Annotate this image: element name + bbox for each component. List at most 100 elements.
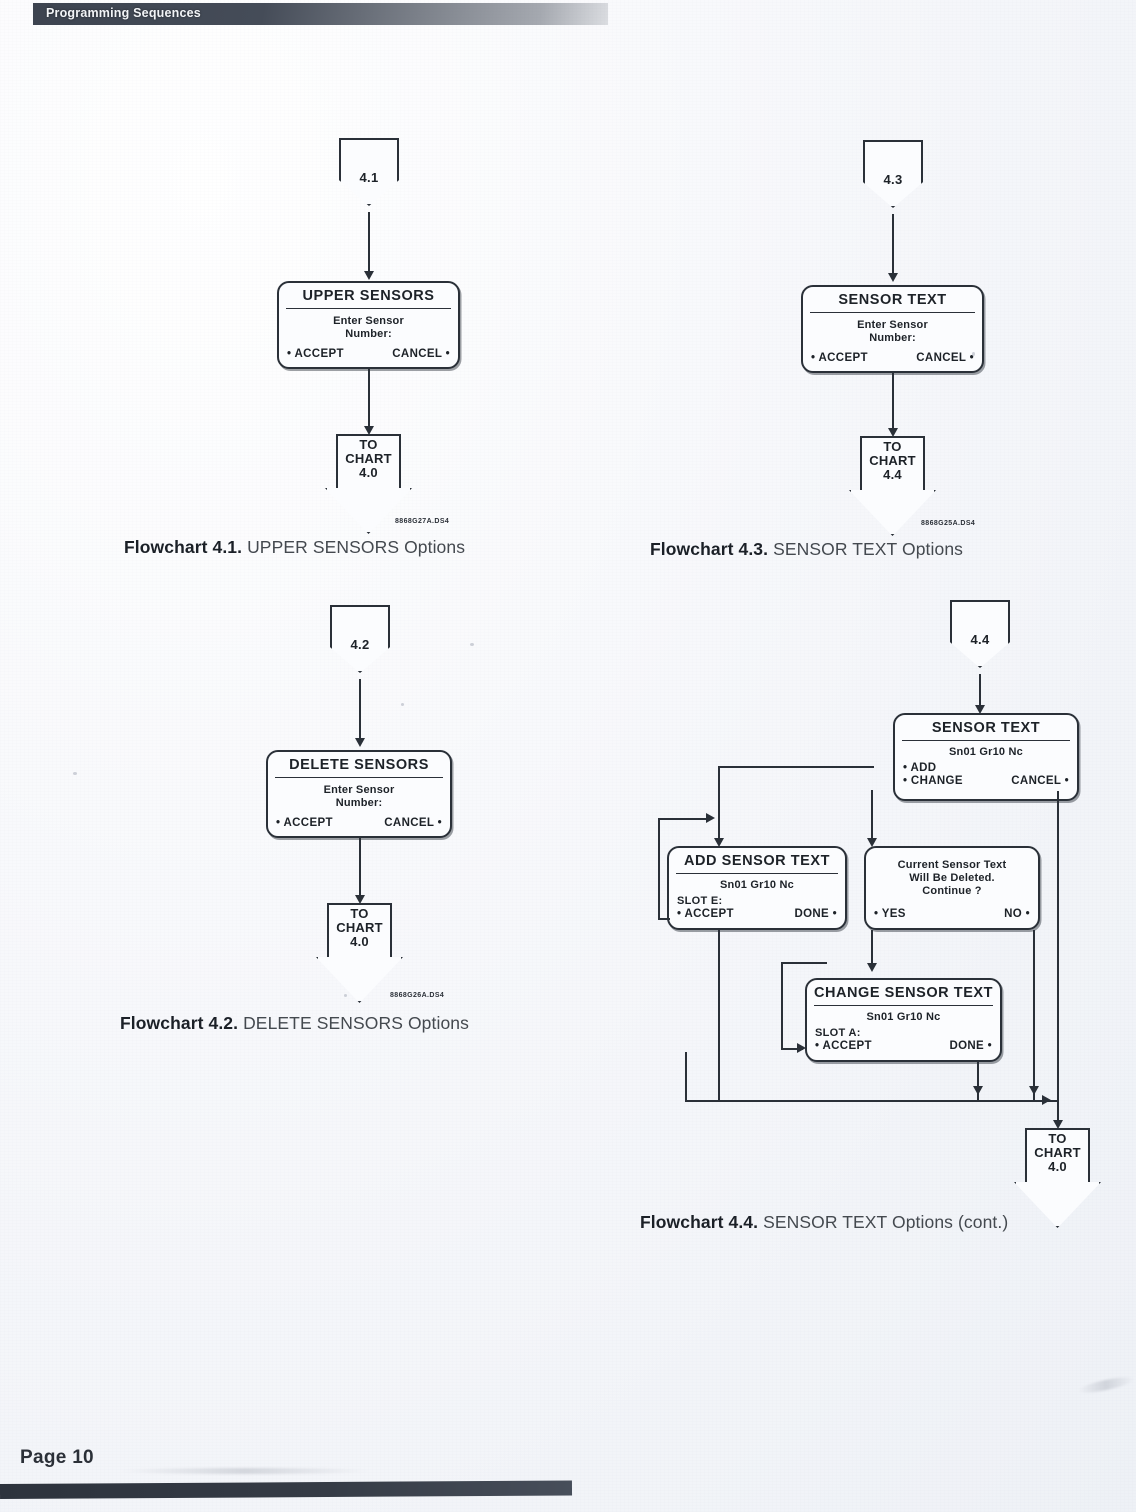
figure-code: 8868G27A.DS4 xyxy=(395,518,450,525)
screen-divider xyxy=(810,312,975,313)
option-accept[interactable]: ACCEPT xyxy=(276,817,333,829)
screen-add-sensor-text: ADD SENSOR TEXT Sn01 Gr10 Nc SLOT E: ACC… xyxy=(667,846,847,930)
connector-line xyxy=(718,930,720,1100)
screen-option-change-row: CHANGE CANCEL xyxy=(895,775,1077,787)
entry-connector-4-2-label: 4.2 xyxy=(350,637,370,652)
arrowhead xyxy=(354,738,365,747)
screen-sensor-text-menu: SENSOR TEXT Sn01 Gr10 Nc ADD CHANGE CANC… xyxy=(893,713,1079,801)
caption-text: SENSOR TEXT Options (cont.) xyxy=(758,1212,1009,1232)
confirm-line-3: Continue ? xyxy=(922,884,982,897)
arrowhead xyxy=(797,1042,806,1053)
connector-line xyxy=(781,1048,803,1050)
page-number: Page 10 xyxy=(20,1447,94,1468)
figure-code: 8868G26A.DS4 xyxy=(390,992,445,999)
arrowhead xyxy=(713,838,724,847)
entry-connector-4-3-label: 4.3 xyxy=(883,172,903,187)
screen-title: SENSOR TEXT xyxy=(931,720,1041,736)
option-no[interactable]: NO xyxy=(1004,908,1030,920)
arrowhead xyxy=(972,1086,983,1095)
screen-divider xyxy=(676,873,838,874)
scan-smudge xyxy=(120,1468,370,1474)
screen-line-1: Enter Sensor xyxy=(333,315,404,327)
screen-line-1: Enter Sensor xyxy=(323,784,395,796)
entry-connector-4-1-label: 4.1 xyxy=(359,170,379,185)
terminator-to-chart-4-0: TO CHART 4.0 xyxy=(1014,1128,1101,1228)
screen-options: ACCEPT DONE xyxy=(669,908,845,920)
arrowhead xyxy=(1042,1094,1051,1105)
scan-speck xyxy=(470,643,474,646)
arrowhead xyxy=(866,963,877,972)
arrowhead xyxy=(974,705,985,714)
screen-title: UPPER SENSORS xyxy=(302,288,435,304)
connector-line xyxy=(359,838,361,898)
screen-divider xyxy=(814,1005,993,1006)
screen-value: Sn01 Gr10 Nc xyxy=(866,1011,941,1023)
terminator-to-chart-4-0: TO CHART 4.0 xyxy=(316,903,403,1003)
connector-line xyxy=(781,962,783,1050)
arrowhead xyxy=(887,428,898,437)
caption-text: DELETE SENSORS Options xyxy=(238,1013,469,1033)
screen-options: YES NO xyxy=(866,908,1038,920)
option-cancel[interactable]: CANCEL xyxy=(916,352,974,364)
terminator-line-2: CHART xyxy=(869,453,916,469)
option-add[interactable]: ADD xyxy=(903,762,937,774)
option-yes[interactable]: YES xyxy=(874,908,906,920)
connector-line xyxy=(368,212,370,274)
option-accept[interactable]: ACCEPT xyxy=(811,352,868,364)
arrowhead xyxy=(866,838,877,847)
connector-line xyxy=(1033,930,1035,1100)
figure-code: 8868G25A.DS4 xyxy=(921,520,976,527)
header-band xyxy=(33,3,608,25)
option-accept[interactable]: ACCEPT xyxy=(287,348,344,360)
connector-line xyxy=(359,679,361,741)
option-done[interactable]: DONE xyxy=(794,908,837,920)
terminator-line-3: 4.0 xyxy=(350,934,369,950)
caption-prefix: Flowchart 4.4. xyxy=(640,1212,759,1232)
arrowhead xyxy=(1052,1120,1063,1129)
caption-4-4: Flowchart 4.4. SENSOR TEXT Options (cont… xyxy=(640,1212,1008,1233)
option-accept[interactable]: ACCEPT xyxy=(677,908,734,920)
screen-line-2: Number: xyxy=(869,331,916,344)
caption-4-1: Flowchart 4.1. UPPER SENSORS Options xyxy=(124,537,465,558)
terminator-line-2: CHART xyxy=(1034,1145,1081,1161)
screen-title: CHANGE SENSOR TEXT xyxy=(813,985,994,1001)
option-change[interactable]: CHANGE xyxy=(903,775,963,787)
screen-upper-sensors: UPPER SENSORS Enter Sensor Number: ACCEP… xyxy=(277,281,460,369)
arrowhead xyxy=(354,895,365,904)
screen-title: SENSOR TEXT xyxy=(838,292,947,308)
terminator-line-2: CHART xyxy=(336,920,383,936)
arrowhead xyxy=(887,273,898,282)
option-done[interactable]: DONE xyxy=(949,1040,992,1052)
header-title: Programming Sequences xyxy=(46,6,201,20)
connector-line xyxy=(979,674,981,708)
option-cancel[interactable]: CANCEL xyxy=(384,817,442,829)
scan-speck xyxy=(344,994,347,997)
option-accept[interactable]: ACCEPT xyxy=(815,1040,872,1052)
connector-line-cancel xyxy=(1057,791,1059,1101)
option-cancel[interactable]: CANCEL xyxy=(1011,775,1069,787)
connector-line xyxy=(977,1062,979,1100)
screen-slot: SLOT A: xyxy=(815,1026,861,1039)
option-cancel[interactable]: CANCEL xyxy=(392,348,450,360)
screen-options: ACCEPT CANCEL xyxy=(268,817,450,829)
scan-speck xyxy=(73,772,77,775)
screen-options: ACCEPT DONE xyxy=(807,1040,1000,1052)
entry-connector-4-4-label: 4.4 xyxy=(970,632,990,647)
connector-line xyxy=(658,818,660,920)
screen-sensor-text: SENSOR TEXT Enter Sensor Number: ACCEPT … xyxy=(801,285,984,373)
connector-line xyxy=(1057,1100,1059,1124)
screen-confirm-delete: Current Sensor Text Will Be Deleted. Con… xyxy=(864,846,1040,930)
caption-4-3: Flowchart 4.3. SENSOR TEXT Options xyxy=(650,539,963,560)
terminator-line-3: 4.0 xyxy=(1048,1159,1067,1175)
arrowhead xyxy=(1028,1086,1039,1095)
terminator-line-2: CHART xyxy=(345,451,392,467)
screen-line-2: Number: xyxy=(345,327,392,340)
connector-line xyxy=(718,766,720,844)
screen-divider xyxy=(286,308,451,309)
screen-value: Sn01 Gr10 Nc xyxy=(949,746,1023,758)
confirm-line-1: Current Sensor Text xyxy=(897,859,1007,871)
caption-prefix: Flowchart 4.2. xyxy=(120,1013,239,1033)
screen-option-add-row: ADD xyxy=(895,762,1077,774)
terminator-line-1: TO xyxy=(1048,1131,1067,1146)
screen-value: Sn01 Gr10 Nc xyxy=(720,879,794,891)
